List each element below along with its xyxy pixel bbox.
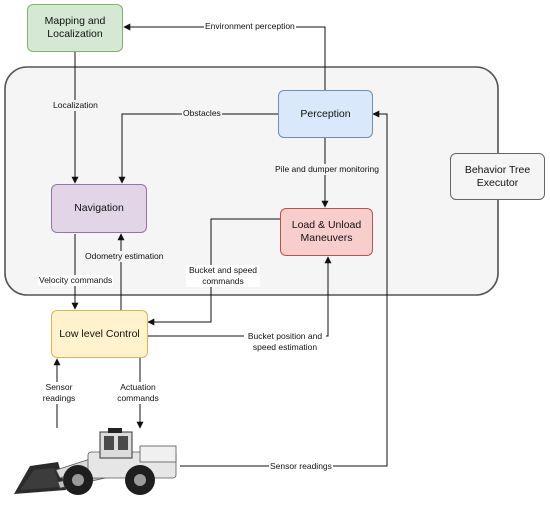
navigation-label: Navigation [74, 202, 124, 214]
behavior-tree-node: Behavior Tree Executor [450, 153, 545, 200]
mapping-localization-node: Mapping and Localization [27, 4, 123, 52]
low-level-control-node: Low level Control [51, 310, 148, 358]
mapping-localization-label: Mapping and Localization [44, 15, 106, 40]
wheel-loader-image [14, 428, 177, 495]
behavior-tree-label: Behavior Tree Executor [464, 163, 531, 189]
label-localization: Localization [52, 100, 99, 111]
low-level-control-label: Low level Control [59, 327, 140, 340]
label-pile-dumper: Pile and dumper monitoring [274, 164, 380, 175]
label-bucket-position-speed: Bucket position and speed estimation [244, 331, 326, 353]
perception-node: Perception [278, 90, 373, 138]
label-bucket-speed-commands: Bucket and speed commands [186, 265, 260, 287]
edge-bucket-position-speed [148, 256, 332, 337]
label-odometry: Odometry estimation [84, 251, 165, 262]
edge-environment-perception [123, 23, 326, 90]
perception-label: Perception [300, 107, 351, 120]
navigation-node: Navigation [51, 184, 147, 233]
label-obstacles: Obstacles [182, 108, 222, 119]
load-unload-label: Load & Unload Maneuvers [291, 219, 362, 244]
label-actuation-commands: Actuation commands [112, 382, 164, 404]
load-unload-node: Load & Unload Maneuvers [280, 208, 373, 256]
label-sensor-readings-right: Sensor readings [269, 461, 333, 472]
label-velocity-commands: Velocity commands [38, 275, 114, 286]
edge-obstacles [118, 113, 278, 184]
label-sensor-readings-left: Sensor readings [38, 382, 80, 404]
label-environment-perception: Environment perception [204, 21, 296, 32]
